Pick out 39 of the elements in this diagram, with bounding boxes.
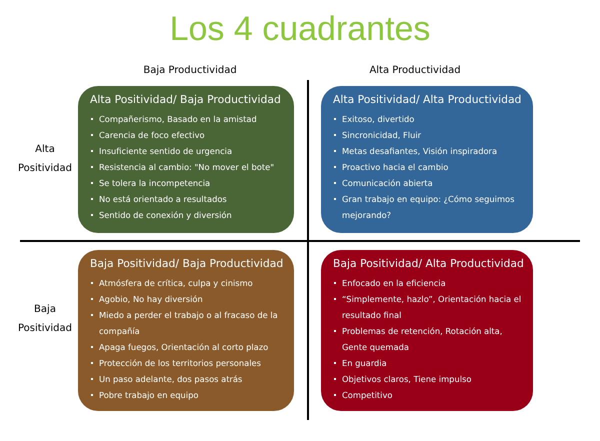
bullet-item: Objetivos claros, Tiene impulso (333, 371, 523, 387)
bullet-item: Proactivo hacia el cambio (333, 159, 523, 175)
bullet-item: Enfocado en la eficiencia (333, 275, 523, 291)
bullet-item: Metas desafiantes, Visión inspiradora (333, 143, 523, 159)
axis-label: Baja Productividad (142, 64, 238, 78)
axis-label: Baja Positividad (17, 303, 73, 336)
bullet-item: Gran trabajo en equipo: ¿Cómo seguimos mejorando? (333, 191, 523, 223)
bullet-item: Apaga fuegos, Orientación al corto plazo (90, 339, 284, 355)
bullet-item: En guardia (333, 355, 523, 371)
bullet-item: Competitivo (333, 387, 523, 403)
quadrant-box (321, 250, 533, 411)
bullet-item: Sentido de conexión y diversión (90, 207, 284, 223)
bullet-item: Pobre trabajo en equipo (90, 387, 284, 403)
bullet-item: Protección de los territorios personales (90, 355, 284, 371)
bullet-item: Miedo a perder el trabajo o al fracaso de la compañía (90, 307, 284, 339)
bullet-item: Compañerismo, Basado en la amistad (90, 111, 284, 127)
title: Los 4 cuadrantes (168, 10, 432, 49)
bullet-item: “Simplemente, hazlo”, Orientación hacia el resultado final (333, 291, 523, 323)
quadrant-box (78, 250, 294, 411)
bullet-item: Exitoso, divertido (333, 111, 523, 127)
axis-label: Alta Productividad (368, 64, 462, 78)
quadrant-box (321, 86, 533, 233)
bullet-item: Sincronicidad, Fluir (333, 127, 523, 143)
bullet-item: Carencia de foco efectivo (90, 127, 284, 143)
axis-label: Alta Positividad (17, 143, 73, 176)
bullet-item: No está orientado a resultados (90, 191, 284, 207)
bullet-item: Resistencia al cambio: "No mover el bote" (90, 159, 284, 175)
quadrant-heading: Alta Positividad/ Baja Productividad (90, 93, 282, 106)
bullet-item: Atmósfera de crítica, culpa y cinismo (90, 275, 284, 291)
quadrant-box (78, 86, 294, 233)
bullet-item: Se tolera la incompetencia (90, 175, 284, 191)
quadrant-heading: Alta Positividad/ Alta Productividad (333, 93, 522, 106)
quadrant-heading: Baja Positividad/ Baja Productividad (90, 257, 284, 270)
bullet-item: Insuficiente sentido de urgencia (90, 143, 284, 159)
bullet-item: Agobio, No hay diversión (90, 291, 284, 307)
bullet-item: Problemas de retención, Rotación alta, Gente quemada (333, 323, 523, 355)
bullet-item: Un paso adelante, dos pasos atrás (90, 371, 284, 387)
bullet-item: Comunicación abierta (333, 175, 523, 191)
quadrant-heading: Baja Positividad/ Alta Productividad (333, 257, 523, 270)
